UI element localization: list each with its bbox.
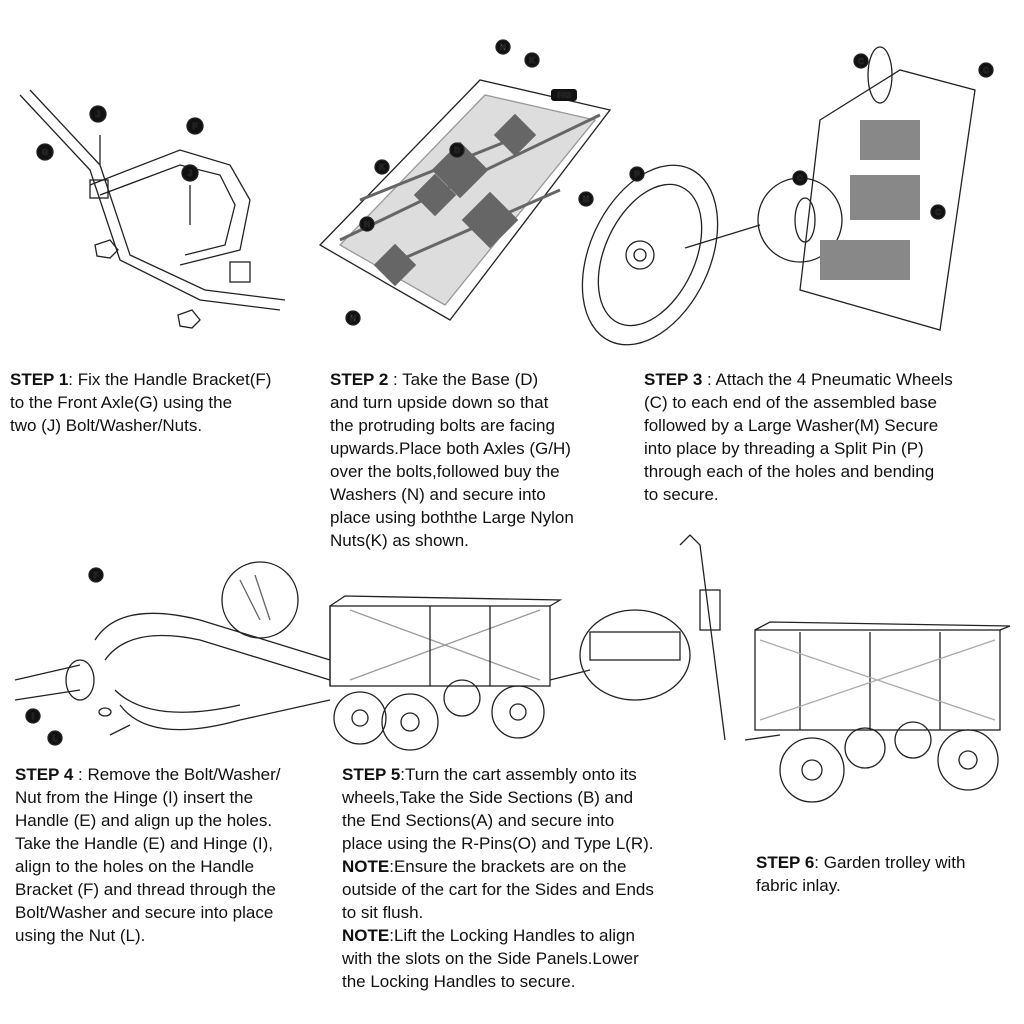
step-1-text: STEP 1: Fix the Handle Bracket(F) to the… xyxy=(10,370,272,435)
step-3-text: STEP 3 : Attach the 4 Pneumatic Wheels (… xyxy=(644,370,953,504)
label-step2-k-1: K xyxy=(524,52,540,68)
svg-text:P: P xyxy=(634,170,640,179)
step-4-text: STEP 4 : Remove the Bolt/Washer/ Nut fro… xyxy=(15,765,281,945)
step4-illustration xyxy=(14,561,331,736)
step3-illustration xyxy=(581,46,976,346)
label-step1-j-2: J xyxy=(181,164,199,182)
svg-text:L: L xyxy=(53,734,58,743)
label-step2-n-2: N xyxy=(345,310,361,326)
svg-text:G: G xyxy=(42,148,48,157)
label-step3-c-3: C xyxy=(792,170,808,186)
label-step2-d: D xyxy=(449,142,465,158)
label-step2-n-1: N xyxy=(495,39,511,55)
svg-text:C: C xyxy=(935,208,941,217)
svg-text:K: K xyxy=(529,56,535,65)
label-step3-c-4: C xyxy=(930,204,946,220)
label-step2-k-2: K xyxy=(374,159,390,175)
label-step3-c-2: C xyxy=(978,62,994,78)
step-5-text: STEP 5:Turn the cart assembly onto its w… xyxy=(342,765,654,991)
label-step1-j-1: J xyxy=(89,105,107,123)
svg-text:H: H xyxy=(364,220,370,229)
svg-text:C: C xyxy=(858,57,864,66)
label-step1-f: F xyxy=(186,117,204,135)
svg-text:N: N xyxy=(500,43,506,52)
label-step3-p: P xyxy=(629,166,645,182)
step6-illustration xyxy=(679,534,1011,803)
svg-text:D: D xyxy=(454,146,460,155)
step2-illustration xyxy=(318,79,612,321)
step1-illustration xyxy=(19,89,286,329)
label-step4-f: F xyxy=(88,567,104,583)
svg-text:C: C xyxy=(983,66,989,75)
svg-text:F: F xyxy=(94,571,99,580)
svg-text:I: I xyxy=(32,712,34,721)
svg-text:N: N xyxy=(350,314,356,323)
step-2-text: STEP 2 : Take the Base (D) and turn upsi… xyxy=(330,370,574,550)
label-step4-i: I xyxy=(25,708,41,724)
svg-text:F/G: F/G xyxy=(557,91,570,100)
svg-text:M: M xyxy=(583,195,590,204)
svg-text:J: J xyxy=(96,110,100,119)
label-step1-g: G xyxy=(36,143,54,161)
label-step2-h: H xyxy=(359,216,375,232)
svg-text:C: C xyxy=(797,174,803,183)
step-6-text: STEP 6: Garden trolley with fabric inlay… xyxy=(756,853,966,895)
step5-illustration xyxy=(329,595,691,751)
svg-text:K: K xyxy=(379,163,385,172)
svg-text:F: F xyxy=(193,122,198,131)
svg-text:J: J xyxy=(188,169,192,178)
label-step3-c-1: C xyxy=(853,53,869,69)
label-step3-m: M xyxy=(578,191,594,207)
part-labels: J F G J N K F/G D K H N C C M P C C F I … xyxy=(25,39,994,746)
label-step4-l: L xyxy=(47,730,63,746)
label-step2-fg: F/G xyxy=(551,89,577,101)
